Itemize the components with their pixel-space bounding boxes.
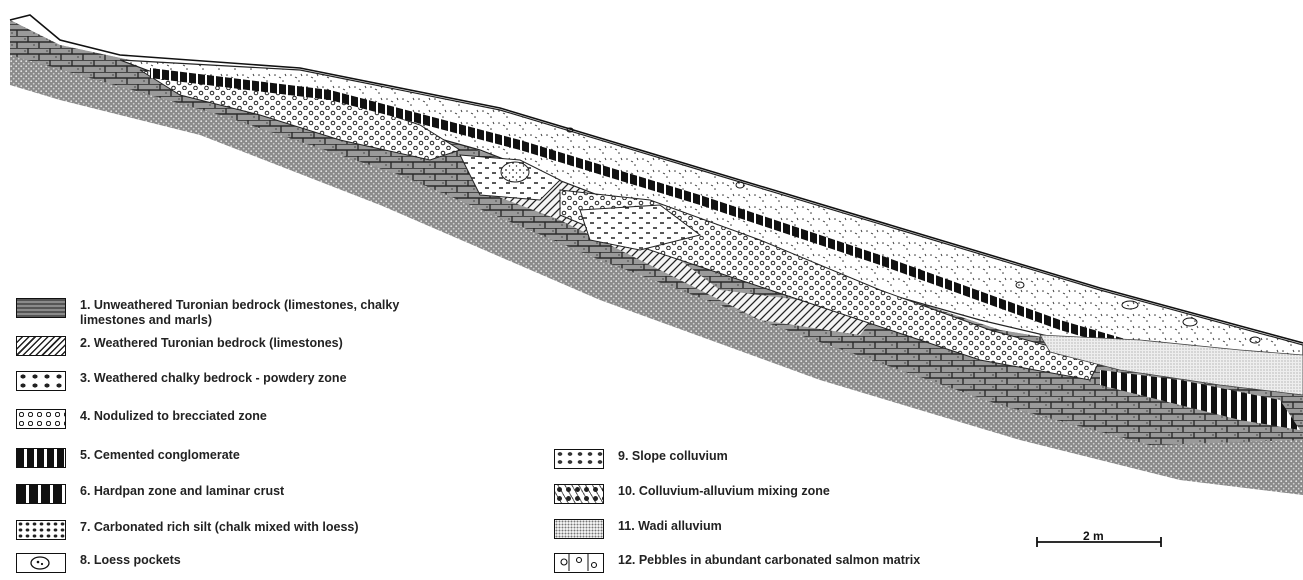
legend-swatch-9 (554, 449, 604, 469)
legend-label-8: 8. Loess pockets (80, 553, 181, 568)
legend-item-10: 10. Colluvium-alluvium mixing zone (554, 484, 830, 504)
legend-item-1: 1. Unweathered Turonian bedrock (limesto… (16, 298, 450, 328)
scale-bar (1036, 534, 1162, 548)
legend-label-9: 9. Slope colluvium (618, 449, 728, 464)
legend-label-12: 12. Pebbles in abundant carbonated salmo… (618, 553, 920, 568)
loess-pocket-icon (17, 554, 64, 571)
pebbles-icon (555, 554, 602, 571)
legend-swatch-4 (16, 409, 66, 429)
legend-swatch-12 (554, 553, 604, 573)
legend-label-7: 7. Carbonated rich silt (chalk mixed wit… (80, 520, 359, 535)
legend-label-4: 4. Nodulized to brecciated zone (80, 409, 267, 424)
legend-swatch-3 (16, 371, 66, 391)
legend-swatch-10 (554, 484, 604, 504)
legend-item-8: 8. Loess pockets (16, 553, 181, 573)
legend-swatch-1 (16, 298, 66, 318)
legend-swatch-8 (16, 553, 66, 573)
legend-swatch-6 (16, 484, 66, 504)
loess-pocket (501, 162, 529, 182)
legend-item-2: 2. Weathered Turonian bedrock (limestone… (16, 336, 343, 356)
legend-label-6: 6. Hardpan zone and laminar crust (80, 484, 284, 499)
legend-label-5: 5. Cemented conglomerate (80, 448, 240, 463)
legend-swatch-7 (16, 520, 66, 540)
legend-item-12: 12. Pebbles in abundant carbonated salmo… (554, 553, 920, 573)
legend-item-11: 11. Wadi alluvium (554, 519, 722, 539)
legend-item-4: 4. Nodulized to brecciated zone (16, 409, 267, 429)
legend-item-9: 9. Slope colluvium (554, 449, 728, 469)
legend-item-3: 3. Weathered chalky bedrock - powdery zo… (16, 371, 347, 391)
legend-label-2: 2. Weathered Turonian bedrock (limestone… (80, 336, 343, 351)
legend-label-10: 10. Colluvium-alluvium mixing zone (618, 484, 830, 499)
legend-swatch-5 (16, 448, 66, 468)
legend-label-11: 11. Wadi alluvium (618, 519, 722, 534)
legend-item-5: 5. Cemented conglomerate (16, 448, 240, 468)
legend-swatch-11 (554, 519, 604, 539)
legend-label-3: 3. Weathered chalky bedrock - powdery zo… (80, 371, 347, 386)
legend-label-1: 1. Unweathered Turonian bedrock (limesto… (80, 298, 450, 328)
legend-swatch-2 (16, 336, 66, 356)
legend-item-7: 7. Carbonated rich silt (chalk mixed wit… (16, 520, 359, 540)
legend-item-6: 6. Hardpan zone and laminar crust (16, 484, 284, 504)
